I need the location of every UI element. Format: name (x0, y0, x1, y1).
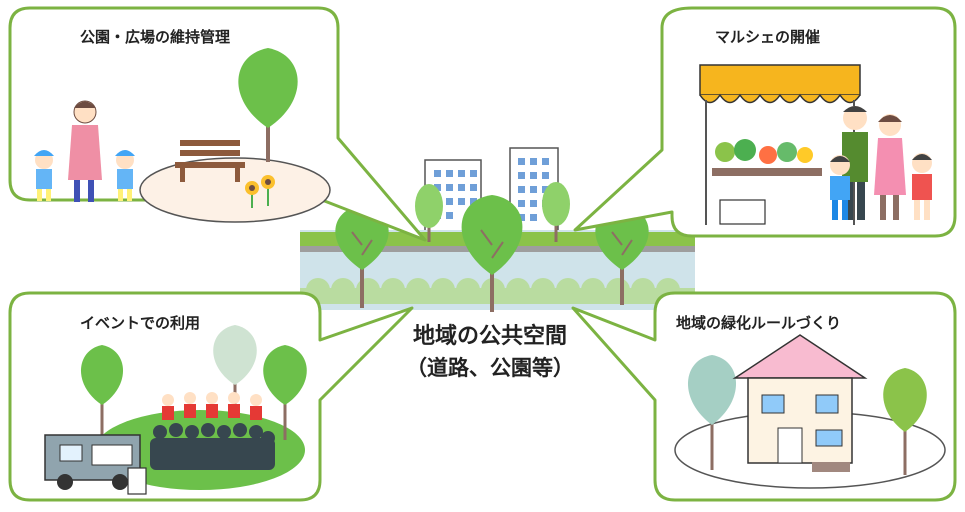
panel-title-park-maintenance: 公園・広場の維持管理 (80, 28, 231, 46)
tree-icon (883, 368, 927, 475)
child-right-figure (115, 150, 135, 201)
sunflower-icon (245, 175, 275, 208)
child-left-figure (34, 150, 54, 201)
park-lawn (139, 157, 331, 223)
caretaker-woman-figure (68, 100, 102, 202)
panel-title-event-use: イベントでの利用 (80, 314, 201, 332)
tree-big-center (461, 195, 523, 312)
hedge-row (300, 278, 695, 304)
house-icon (732, 334, 868, 472)
bench-icon (175, 140, 245, 182)
panel-title-marche: マルシェの開催 (715, 28, 821, 46)
tree-small-right (542, 182, 570, 242)
food-truck-icon (44, 434, 147, 495)
panel-event-use (8, 291, 414, 502)
panel-greening-rules (571, 291, 957, 502)
central-public-space-scene (300, 147, 695, 312)
shopper-family-figures (830, 106, 932, 220)
audience-crowd (150, 423, 275, 470)
tree-icon (238, 48, 298, 162)
market-stall-icon (699, 64, 861, 225)
tree-icon (263, 345, 307, 440)
panel-title-greening-rules: 地域の緑化ルールづくり (676, 314, 842, 332)
center-title: 地域の公共空間 (412, 324, 567, 349)
performers-figures (162, 392, 262, 420)
tree-icon (687, 355, 737, 470)
center-subtitle: （道路、公園等） (406, 356, 574, 380)
tree-small-left (415, 184, 443, 242)
tree-icon (80, 345, 124, 445)
panel-park-maintenance (8, 6, 427, 242)
panel-marche (573, 6, 957, 238)
